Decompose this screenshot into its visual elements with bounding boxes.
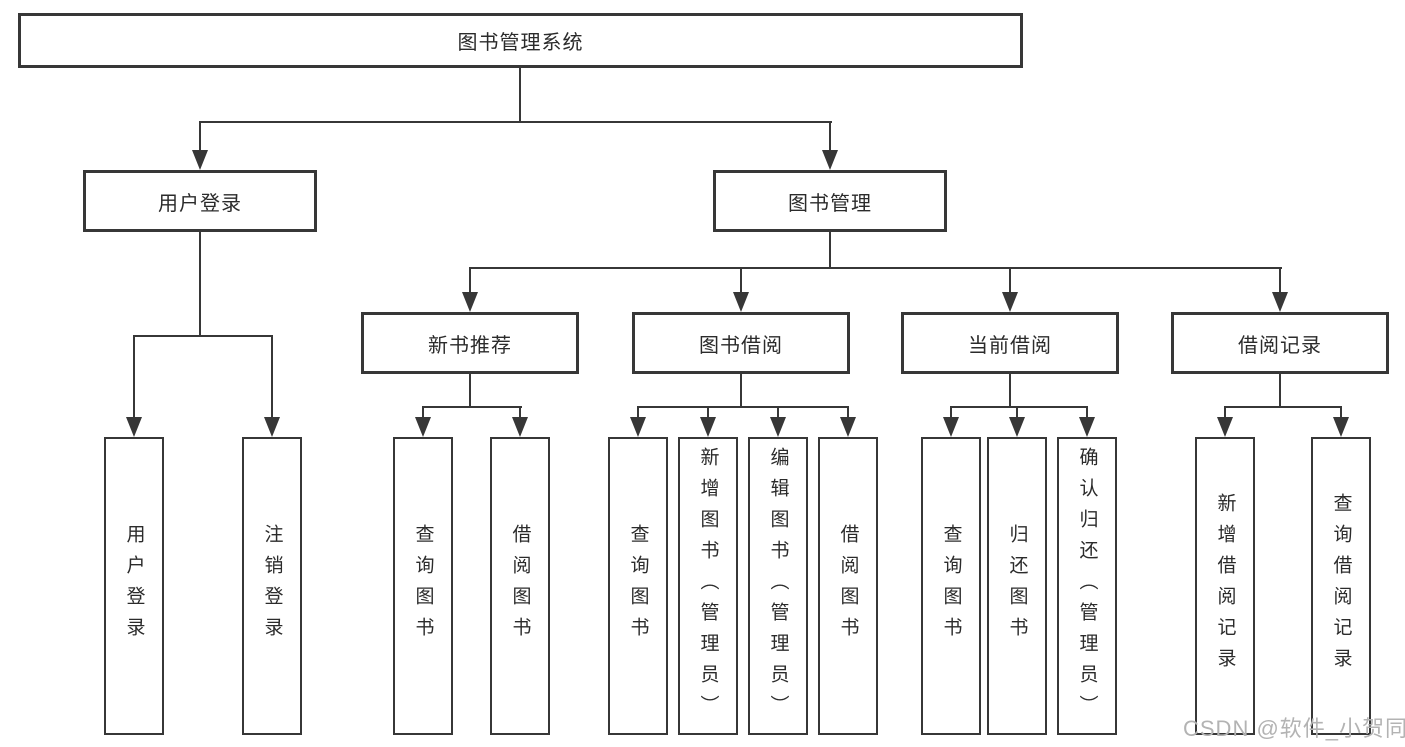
arrow-down-icon — [630, 417, 646, 437]
arrow-down-icon — [192, 150, 208, 170]
arrow-down-icon — [1333, 417, 1349, 437]
arrow-down-icon — [462, 292, 478, 312]
connector-line — [133, 335, 135, 419]
connector-line — [199, 121, 832, 123]
connector-line — [950, 406, 1088, 408]
leaf-borrow-books-borrowing: 借阅图书 — [818, 437, 878, 735]
arrow-down-icon — [840, 417, 856, 437]
connector-line — [422, 406, 424, 419]
leaf-label: 用户登录 — [123, 524, 145, 648]
leaf-logout: 注销登录 — [242, 437, 302, 735]
node-borrowing-records: 借阅记录 — [1171, 312, 1389, 374]
connector-line — [519, 68, 521, 123]
leaf-add-book-admin: 新增图书（管理员） — [678, 437, 738, 735]
connector-line — [829, 121, 831, 152]
leaf-query-books-borrowing: 查询图书 — [608, 437, 668, 735]
connector-line — [271, 335, 273, 419]
leaf-label: 查询图书 — [627, 524, 649, 648]
leaf-add-borrow-record: 新增借阅记录 — [1195, 437, 1255, 735]
connector-line — [469, 374, 471, 408]
node-label: 用户登录 — [158, 192, 242, 215]
arrow-down-icon — [822, 150, 838, 170]
connector-line — [740, 374, 742, 408]
leaf-borrow-books-recommend: 借阅图书 — [490, 437, 550, 735]
connector-line — [637, 406, 849, 408]
arrow-down-icon — [1079, 417, 1095, 437]
node-label: 借阅记录 — [1238, 334, 1322, 357]
connector-line — [422, 406, 522, 408]
connector-line — [847, 406, 849, 419]
leaf-label: 编辑图书（管理员） — [767, 446, 789, 726]
connector-line — [1224, 406, 1226, 419]
leaf-user-login: 用户登录 — [104, 437, 164, 735]
connector-line — [133, 335, 273, 337]
connector-line — [1009, 267, 1011, 294]
leaf-label: 查询图书 — [412, 524, 434, 648]
arrow-down-icon — [264, 417, 280, 437]
connector-line — [1224, 406, 1342, 408]
node-library-management-system: 图书管理系统 — [18, 13, 1023, 68]
watermark-text: CSDN @软件_小贺同学 — [1183, 716, 1405, 741]
arrow-down-icon — [700, 417, 716, 437]
node-current-borrowing: 当前借阅 — [901, 312, 1119, 374]
arrow-down-icon — [770, 417, 786, 437]
node-book-borrowing: 图书借阅 — [632, 312, 850, 374]
connector-line — [1086, 406, 1088, 419]
leaf-label: 借阅图书 — [509, 524, 531, 648]
node-label: 图书借阅 — [699, 334, 783, 357]
arrow-down-icon — [1009, 417, 1025, 437]
arrow-down-icon — [733, 292, 749, 312]
leaf-query-books-current: 查询图书 — [921, 437, 981, 735]
connector-line — [469, 267, 1282, 269]
connector-line — [637, 406, 639, 419]
arrow-down-icon — [1217, 417, 1233, 437]
arrow-down-icon — [1002, 292, 1018, 312]
leaf-query-books-recommend: 查询图书 — [393, 437, 453, 735]
leaf-edit-book-admin: 编辑图书（管理员） — [748, 437, 808, 735]
node-user-login: 用户登录 — [83, 170, 317, 232]
leaf-label: 新增图书（管理员） — [697, 446, 719, 726]
connector-line — [1279, 267, 1281, 294]
connector-line — [469, 267, 471, 294]
connector-line — [1009, 374, 1011, 408]
arrow-down-icon — [415, 417, 431, 437]
connector-line — [777, 406, 779, 419]
leaf-label: 确认归还（管理员） — [1076, 446, 1098, 726]
connector-line — [1279, 374, 1281, 408]
connector-line — [707, 406, 709, 419]
node-new-book-recommendation: 新书推荐 — [361, 312, 579, 374]
connector-line — [829, 232, 831, 269]
leaf-confirm-return-admin: 确认归还（管理员） — [1057, 437, 1117, 735]
arrow-down-icon — [1272, 292, 1288, 312]
leaf-label: 借阅图书 — [837, 524, 859, 648]
connector-line — [740, 267, 742, 294]
leaf-label: 注销登录 — [261, 524, 283, 648]
leaf-return-books: 归还图书 — [987, 437, 1047, 735]
leaf-label: 查询借阅记录 — [1330, 493, 1352, 679]
node-label: 图书管理系统 — [457, 32, 584, 54]
connector-line — [1340, 406, 1342, 419]
connector-line — [950, 406, 952, 419]
node-label: 图书管理 — [788, 192, 872, 215]
node-book-management: 图书管理 — [713, 170, 947, 232]
leaf-label: 查询图书 — [940, 524, 962, 648]
arrow-down-icon — [126, 417, 142, 437]
connector-line — [199, 121, 201, 152]
connector-line — [1016, 406, 1018, 419]
leaf-label: 新增借阅记录 — [1214, 493, 1236, 679]
arrow-down-icon — [943, 417, 959, 437]
leaf-label: 归还图书 — [1006, 524, 1028, 648]
connector-line — [199, 232, 201, 337]
leaf-query-borrow-record: 查询借阅记录 — [1311, 437, 1371, 735]
connector-line — [519, 406, 521, 419]
arrow-down-icon — [512, 417, 528, 437]
node-label: 当前借阅 — [968, 334, 1052, 357]
node-label: 新书推荐 — [428, 334, 512, 357]
